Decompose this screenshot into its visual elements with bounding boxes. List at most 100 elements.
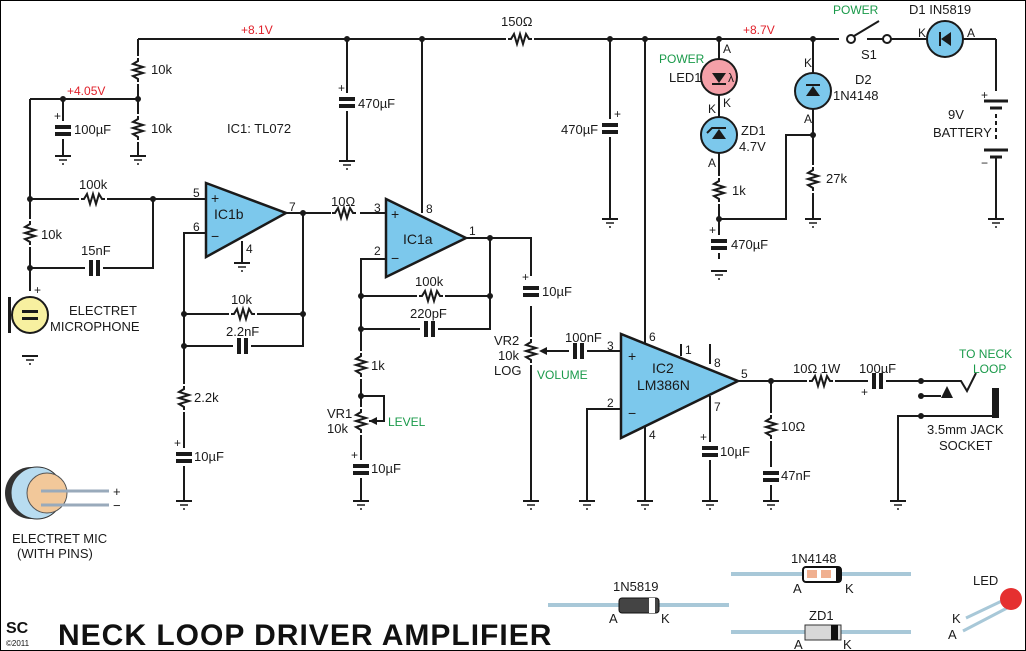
component-label: K xyxy=(918,26,926,40)
cap-10uF-gnd2: + xyxy=(351,448,371,478)
ic2-label: IC2 xyxy=(652,360,674,376)
component-label: A xyxy=(794,637,803,650)
resistor-div-top xyxy=(131,56,145,84)
component-label: VR1 xyxy=(327,406,352,421)
component-label: K xyxy=(952,611,961,626)
component-label: 10k xyxy=(231,292,252,307)
component-label: 6 xyxy=(193,220,200,234)
component-label: 100µF xyxy=(859,361,896,376)
jack-socket xyxy=(918,372,999,419)
ic1-note: IC1: TL072 xyxy=(227,121,291,136)
component-label: LED xyxy=(973,573,998,588)
component-label: + xyxy=(700,430,707,444)
component-label: 47nF xyxy=(781,468,811,483)
component-label: 6 xyxy=(649,330,656,344)
component-label: 10Ω 1W xyxy=(793,361,841,376)
component-label: BATTERY xyxy=(933,125,992,140)
ic1b-label: IC1b xyxy=(214,206,244,222)
component-label: 7 xyxy=(289,200,296,214)
zener-zd1 xyxy=(700,116,738,154)
page-title: NECK LOOP DRIVER AMPLIFIER xyxy=(58,619,552,650)
component-label: 27k xyxy=(826,171,847,186)
component-label: K xyxy=(708,102,716,116)
component-label: + xyxy=(351,448,358,462)
component-label: LED1 xyxy=(669,70,702,85)
component-label: 5 xyxy=(741,367,748,381)
cap-2n2 xyxy=(233,336,251,356)
component-label: A xyxy=(609,611,618,626)
component-label: K xyxy=(843,637,852,650)
component-label: 10Ω xyxy=(781,419,805,434)
cap-100uF-div: + xyxy=(53,109,73,139)
component-label: 5 xyxy=(193,186,200,200)
component-label: A xyxy=(948,627,957,642)
resistors xyxy=(23,32,835,441)
component-label: + xyxy=(54,109,61,123)
component-label: 9V xyxy=(948,107,964,122)
component-label: 10µF xyxy=(720,444,750,459)
resistor-gnd2 xyxy=(354,351,368,379)
junctions xyxy=(27,36,816,399)
component-label: D2 xyxy=(855,72,872,87)
component-label: LEVEL xyxy=(388,415,426,429)
component-label: 2.2nF xyxy=(226,324,259,339)
component-label: 470µF xyxy=(731,237,768,252)
component-label: LOOP xyxy=(973,362,1006,376)
rail-87-label: +8.7V xyxy=(743,23,775,37)
microphone: + xyxy=(8,283,49,334)
component-label: 3 xyxy=(374,201,381,215)
component-label: + xyxy=(981,88,988,102)
rail-81-label: +8.1V xyxy=(241,23,273,37)
component-label: 2.2k xyxy=(194,390,219,405)
resistor-fb1 xyxy=(229,307,257,321)
component-label: TO NECK xyxy=(959,347,1012,361)
component-label: − xyxy=(113,498,121,513)
cap-10uF-bypass: + xyxy=(700,430,720,460)
component-label: 10µF xyxy=(371,461,401,476)
component-label: 1 xyxy=(469,224,476,238)
vr2-pot xyxy=(524,337,547,365)
resistor-bias xyxy=(79,192,107,206)
resistor-mic xyxy=(23,219,37,247)
component-label: D1 IN5819 xyxy=(909,2,971,17)
legend-diode-1n4148: 1N4148 A K xyxy=(731,551,911,596)
component-label: 100nF xyxy=(565,330,602,345)
component-label: S1 xyxy=(861,47,877,62)
cap-220pF xyxy=(420,319,438,339)
component-label: 1N4148 xyxy=(791,551,837,566)
component-label: VOLUME xyxy=(537,368,588,382)
component-label: 100µF xyxy=(74,122,111,137)
component-label: 470µF xyxy=(358,96,395,111)
component-label: + xyxy=(628,348,636,364)
resistor-fb2 xyxy=(417,289,445,303)
component-label: 4.7V xyxy=(739,139,766,154)
diode-d1 xyxy=(926,20,964,58)
cap-470uF-1: + xyxy=(337,81,357,111)
cap-100nF xyxy=(569,341,587,361)
component-label: − xyxy=(628,405,636,421)
component-label: 150Ω xyxy=(501,14,533,29)
component-label: − xyxy=(981,156,988,170)
resistor-led xyxy=(712,176,726,204)
cap-10uF-gnd1: + xyxy=(174,436,194,466)
opamp-ic1b: IC1b +− 5 6 7 4 xyxy=(193,181,296,260)
cap-10uF-couple: + xyxy=(521,270,541,300)
component-label: ZD1 xyxy=(809,608,834,623)
cap-470uF-led: + xyxy=(709,223,729,253)
component-label: 1N5819 xyxy=(613,579,659,594)
led1: λ xyxy=(700,58,738,96)
component-label: 10k xyxy=(327,421,348,436)
cap-47nF xyxy=(761,467,781,485)
component-label: − xyxy=(211,228,219,244)
component-label: A xyxy=(708,156,716,170)
component-label: 1k xyxy=(371,358,385,373)
copyright: ©2011 xyxy=(6,639,30,648)
component-label: 3.5mm JACK xyxy=(927,422,1004,437)
component-label: 8 xyxy=(426,202,433,216)
component-label: 10k xyxy=(151,62,172,77)
component-label: − xyxy=(391,250,399,266)
component-label: + xyxy=(709,223,716,237)
resistor-27k xyxy=(806,165,820,193)
component-label: 3 xyxy=(607,339,614,353)
